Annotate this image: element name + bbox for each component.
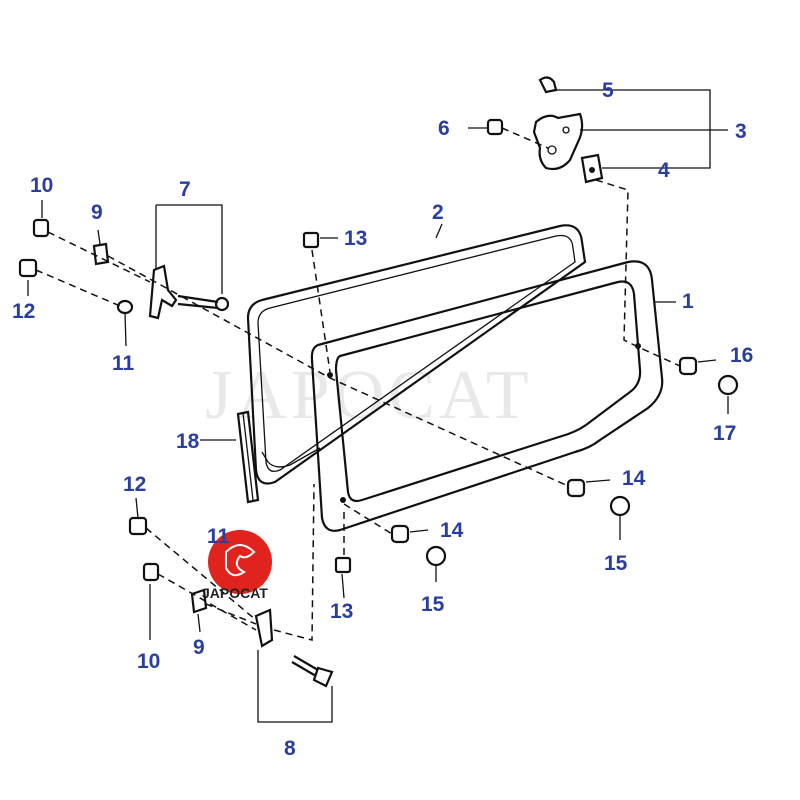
callout-14-left: 14 [440,519,464,542]
callout-14-right: 14 [622,467,646,490]
clip-13-lower [334,556,352,574]
bolt-12-lower [128,516,148,536]
nut-10-upper [32,218,50,238]
cap-17 [717,374,739,396]
clip-9-upper [92,242,110,266]
bolt-12-upper [18,258,38,278]
clip-13-upper [302,231,320,249]
leader-lines [27,89,729,723]
clip-9-lower [190,588,208,614]
callout-13-lower: 13 [330,600,353,623]
latch-bracket [532,112,584,171]
callout-7: 7 [179,178,191,201]
nut-10-lower [142,562,160,582]
callout-6: 6 [438,117,450,140]
callout-9-lower: 9 [193,636,205,659]
callout-15-right: 15 [604,552,628,575]
cap-15-left [425,545,447,567]
callout-17: 17 [713,422,736,445]
callout-15-left: 15 [421,593,445,616]
window-glass [310,260,664,532]
callout-4: 4 [658,159,670,182]
logo-text: JAPOCAT [202,585,268,601]
japocat-logo: JAPOCAT [202,530,272,601]
callout-2: 2 [432,201,444,224]
assembly-lines [35,127,681,641]
callout-8: 8 [284,737,296,760]
callout-3: 3 [735,120,747,143]
latch-pin [538,76,558,94]
grommet-14-right [566,478,586,498]
callout-16: 16 [730,344,753,367]
screw-6 [486,118,504,136]
callout-5: 5 [602,79,614,102]
callout-13-upper: 13 [344,227,367,250]
callout-11-lower: 11 [207,525,230,548]
callout-18: 18 [176,430,200,453]
cap-15-right [609,495,631,517]
upper-hinge [148,264,230,320]
callout-10-lower: 10 [137,650,160,673]
window-seal-frame [246,224,587,485]
callout-12-lower: 12 [123,473,146,496]
callout-10-upper: 10 [30,174,53,197]
grommet-16 [678,356,698,376]
washer-11-upper [116,299,134,315]
callout-1: 1 [682,290,694,313]
clip-4 [580,153,604,184]
weather-strip [236,410,260,504]
callouts: 1 2 3 4 5 6 7 8 9 9 10 10 11 11 12 12 13… [12,79,753,760]
callout-11-upper: 11 [112,352,135,375]
grommet-14-left [390,524,410,544]
callout-9-upper: 9 [91,201,103,224]
lower-hinge [254,608,334,688]
callout-12-upper: 12 [12,300,35,323]
